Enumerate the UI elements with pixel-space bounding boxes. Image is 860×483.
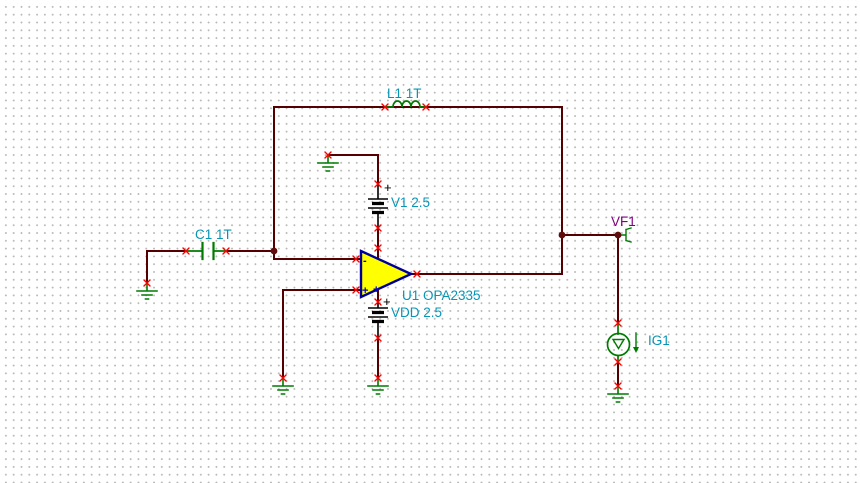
ground-icon — [317, 154, 339, 172]
current-source-ig1[interactable]: IG1 — [606, 322, 670, 363]
terminal-markers — [143, 103, 622, 390]
capacitor-plates — [201, 241, 215, 261]
capacitor-label[interactable]: C1 1T — [195, 227, 232, 242]
battery-long-plates — [368, 307, 388, 318]
current-source-circle[interactable] — [606, 332, 631, 357]
battery-vdd[interactable]: + VDD 2.5 — [368, 294, 442, 338]
battery-plus-sign: + — [384, 180, 392, 195]
junction-dot — [614, 231, 622, 239]
ground-ig1[interactable] — [607, 385, 629, 403]
battery-plus-sign: + — [383, 294, 391, 309]
opamp-label[interactable]: U1 OPA2335 — [402, 288, 481, 303]
inductor-coil — [392, 100, 421, 108]
ground-icon — [367, 377, 389, 395]
opamp-inverting-sign: - — [363, 255, 367, 267]
current-source-label[interactable]: IG1 — [648, 333, 670, 348]
battery-v1[interactable]: + V1 2.5 — [368, 180, 430, 228]
battery-vdd-label[interactable]: VDD 2.5 — [391, 305, 442, 320]
ground-icon — [607, 385, 629, 403]
junction-dot — [558, 231, 566, 239]
junction-dot — [270, 247, 278, 255]
inductor-l1[interactable]: L1 1T — [384, 86, 427, 108]
ground-c1[interactable] — [136, 282, 158, 300]
probe-label[interactable]: VF1 — [611, 214, 636, 229]
junction-dots — [270, 231, 622, 255]
ground-v1[interactable] — [317, 154, 339, 172]
battery-short-plates — [372, 310, 384, 324]
voltage-probe-vf1[interactable]: VF1 — [611, 214, 636, 243]
capacitor-c1[interactable]: C1 1T — [185, 227, 232, 261]
voltage-pin-icon — [618, 227, 632, 243]
opamp-supply-sign: + — [373, 284, 379, 296]
wire-v1-ground-top[interactable] — [327, 154, 379, 185]
ground-icon — [272, 377, 294, 395]
wires[interactable] — [146, 106, 619, 387]
ground-vdd[interactable] — [367, 377, 389, 395]
opamp-noninverting-sign: + — [362, 285, 368, 297]
inductor-label[interactable]: L1 1T — [387, 86, 422, 101]
terminal-x-icon — [143, 103, 622, 390]
opamp-triangle[interactable] — [359, 249, 414, 299]
opamp-u1[interactable]: - + + U1 OPA2335 — [359, 249, 481, 303]
ground-icon — [136, 282, 158, 300]
battery-long-plates — [368, 198, 388, 209]
current-direction-triangle-icon — [611, 338, 626, 350]
battery-short-plates — [372, 201, 384, 215]
current-arrow-head-icon — [633, 347, 639, 353]
ground-noninverting[interactable] — [272, 377, 294, 395]
wire-inverting-input[interactable] — [273, 250, 362, 260]
battery-v1-label[interactable]: V1 2.5 — [391, 195, 430, 210]
